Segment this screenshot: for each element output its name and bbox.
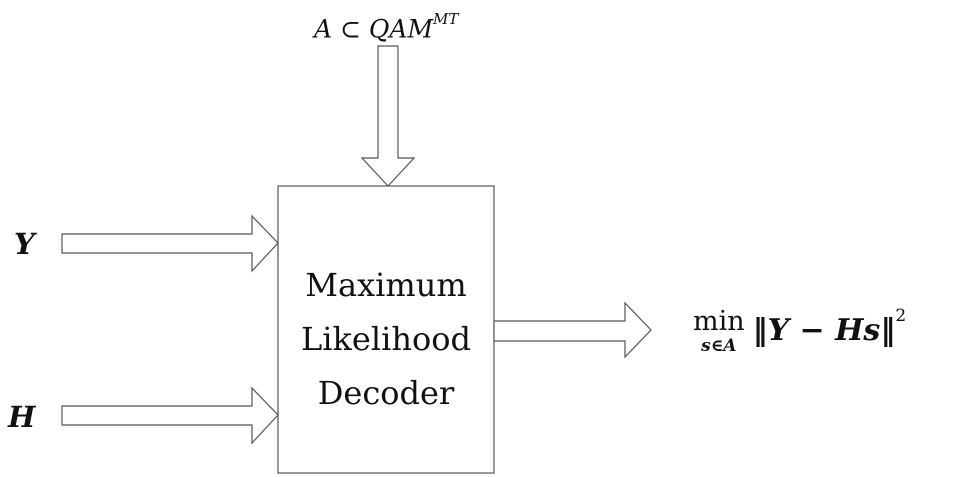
constraint-arrow xyxy=(360,45,416,187)
decoder-box xyxy=(277,185,495,474)
input-arrow-h xyxy=(61,386,279,445)
min-operator: min xyxy=(693,306,745,337)
decoder-title: Maximum Likelihood Decoder xyxy=(278,258,494,420)
norm-body: ‖Y − Hs‖ xyxy=(752,313,896,348)
constraint-label: A ⊂ QAMMT xyxy=(314,8,458,44)
norm-exponent: 2 xyxy=(895,306,907,326)
output-formula: min s∈A ‖Y − Hs‖2 xyxy=(693,305,907,357)
decoder-line-3: Decoder xyxy=(317,374,455,412)
decoder-line-2: Likelihood xyxy=(301,320,471,358)
output-arrow xyxy=(493,301,652,359)
min-operator-block: min s∈A xyxy=(693,306,745,357)
input-label-y: Y xyxy=(14,227,35,261)
constraint-superscript: MT xyxy=(433,10,459,28)
norm-expression: ‖Y − Hs‖2 xyxy=(753,305,907,350)
min-subscript: s∈A xyxy=(701,336,737,356)
input-arrow-y xyxy=(61,214,279,273)
input-label-h: H xyxy=(8,400,36,434)
constraint-set-text: A ⊂ QAM xyxy=(314,14,434,44)
decoder-line-1: Maximum xyxy=(305,266,467,304)
